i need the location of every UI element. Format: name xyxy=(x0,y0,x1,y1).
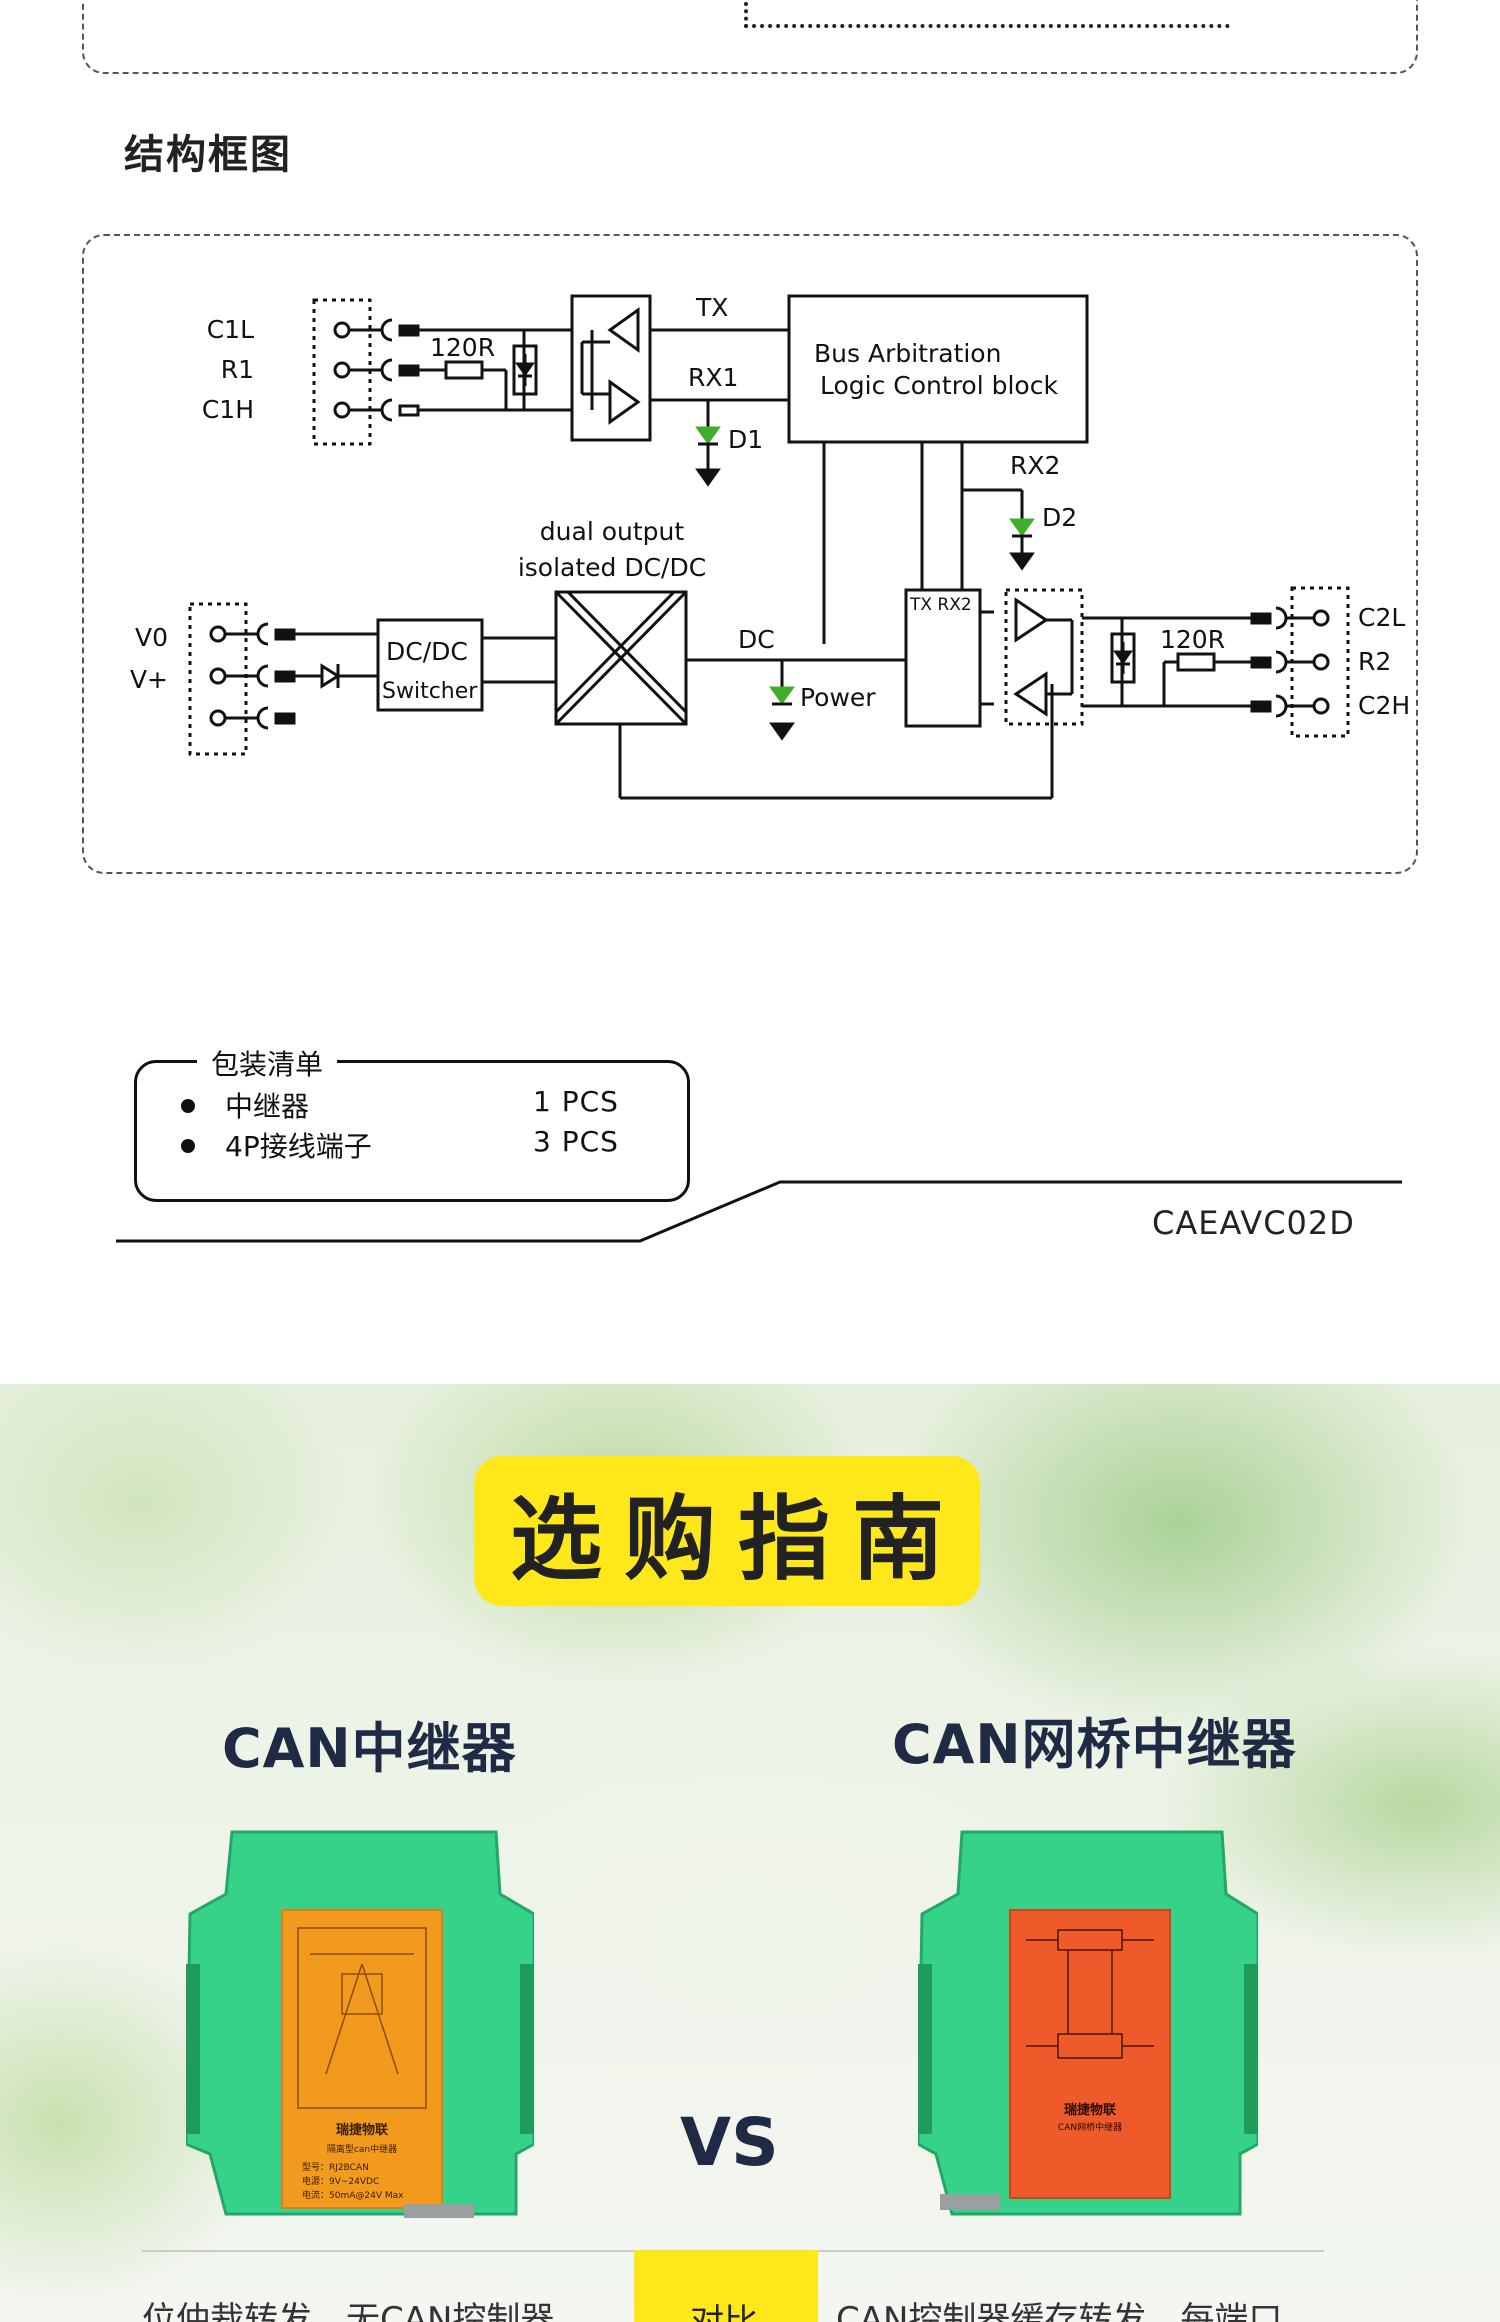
packing-item-name: 4P接线端子 xyxy=(225,1130,372,1163)
bullet-icon xyxy=(181,1139,195,1153)
packing-item-name: 中继器 xyxy=(225,1090,310,1123)
label-right-resistor: 120R xyxy=(1160,625,1225,654)
label-switcher-line1: DC/DC xyxy=(386,637,468,666)
right-terminal-block xyxy=(1290,586,1350,738)
comparison-highlight-tab: 对比 xyxy=(634,2250,818,2322)
label-rx1: RX1 xyxy=(688,363,738,392)
bullet-icon xyxy=(181,1099,195,1113)
right-product-image: 瑞捷物联 CAN网桥中继器 xyxy=(916,1824,1260,2222)
previous-panel-dotted-box xyxy=(744,0,1230,28)
previous-panel xyxy=(82,0,1418,74)
isolator-block xyxy=(904,588,982,728)
right-product-name: CAN网桥中继器 xyxy=(892,1713,1297,1776)
comparison-right-text: CAN控制器缓存转发，每端口 xyxy=(836,2300,1283,2322)
model-divider-line xyxy=(116,1180,1402,1243)
dcdc-switcher xyxy=(376,618,484,712)
label-power: Power xyxy=(800,683,876,712)
structure-diagram-svg: C1L R1 C1H 120R TX RX1 D1 Bus Arbitratio… xyxy=(130,293,1410,800)
label-c2h: C2H xyxy=(1358,691,1410,720)
left-tvs xyxy=(512,344,538,396)
power-terminal-block xyxy=(188,602,248,756)
right-transceiver xyxy=(1004,588,1084,726)
label-r2: R2 xyxy=(1358,647,1391,676)
label-switcher-line2: Switcher xyxy=(382,679,478,704)
vs-label: VS xyxy=(680,2104,779,2181)
left-product-image: 瑞捷物联 隔离型can中继器 型号：RJ2BCAN 电源：9V~24VDC 电流… xyxy=(184,1824,536,2222)
label-dcdc-line2: isolated DC/DC xyxy=(518,553,706,582)
right-device-svg: 瑞捷物联 CAN网桥中继器 xyxy=(916,1830,1260,2216)
label-tx: TX xyxy=(695,293,728,322)
guide-title: 选购指南 xyxy=(509,1485,966,1593)
right-tvs xyxy=(1110,632,1136,684)
guide-title-badge: 选购指南 xyxy=(474,1456,980,1606)
left-device-svg: 瑞捷物联 隔离型can中继器 型号：RJ2BCAN 电源：9V~24VDC 电流… xyxy=(184,1830,536,2218)
label-rx2: RX2 xyxy=(1010,451,1060,480)
left-label-current: 电流：50mA@24V Max xyxy=(302,2189,404,2201)
comparison-middle-text: 对比 xyxy=(690,2302,758,2322)
label-dcdc-line1: dual output xyxy=(540,517,685,546)
label-logic-line1: Bus Arbitration xyxy=(814,339,1001,368)
left-label-power: 电源：9V~24VDC xyxy=(302,2175,379,2187)
label-c1h: C1H xyxy=(202,395,254,424)
left-transceiver xyxy=(570,294,652,442)
left-terminal-block xyxy=(312,298,372,446)
label-c2l: C2L xyxy=(1358,603,1405,632)
left-label-model: 型号：RJ2BCAN xyxy=(302,2162,369,2173)
packing-list-title: 包装清单 xyxy=(197,1043,338,1083)
right-label-brand: 瑞捷物联 xyxy=(1064,2102,1116,2118)
packing-list-item: 4P接线端子 3 PCS xyxy=(137,1125,687,1165)
right-label-type: CAN网桥中继器 xyxy=(1058,2121,1122,2133)
logic-control-block xyxy=(787,294,1089,444)
label-d2: D2 xyxy=(1042,503,1077,532)
packing-list: 包装清单 中继器 1 PCS 4P接线端子 3 PCS xyxy=(134,1043,690,1202)
label-d1: D1 xyxy=(728,425,763,454)
label-vplus: V+ xyxy=(130,665,168,694)
packing-item-qty: 1 PCS xyxy=(533,1085,619,1118)
packing-item-qty: 3 PCS xyxy=(533,1125,619,1158)
label-c1l: C1L xyxy=(207,315,254,344)
left-label-type: 隔离型can中继器 xyxy=(327,2143,397,2155)
packing-list-item: 中继器 1 PCS xyxy=(137,1085,687,1125)
purchase-guide: 选购指南 CAN中继器 CAN网桥中继器 瑞捷物联 隔离型can中继器 xyxy=(0,1384,1500,2322)
label-v0: V0 xyxy=(135,623,168,652)
model-code: CAEAVC02D xyxy=(1152,1204,1355,1242)
label-dc: DC xyxy=(738,625,775,654)
diagram-frame xyxy=(82,234,1418,874)
label-txrx2: TX RX2 xyxy=(909,595,972,615)
left-product-name: CAN中继器 xyxy=(222,1717,517,1780)
label-left-resistor: 120R xyxy=(430,333,495,362)
label-r1: R1 xyxy=(221,355,254,384)
left-label-brand: 瑞捷物联 xyxy=(336,2122,388,2138)
comparison-left-text: 位仲裁转发，无CAN控制器 xyxy=(142,2300,555,2322)
structure-diagram: C1L R1 C1H 120R TX RX1 D1 Bus Arbitratio… xyxy=(82,234,1418,874)
section-title: 结构框图 xyxy=(124,132,292,178)
label-logic-line2: Logic Control block xyxy=(820,371,1058,400)
